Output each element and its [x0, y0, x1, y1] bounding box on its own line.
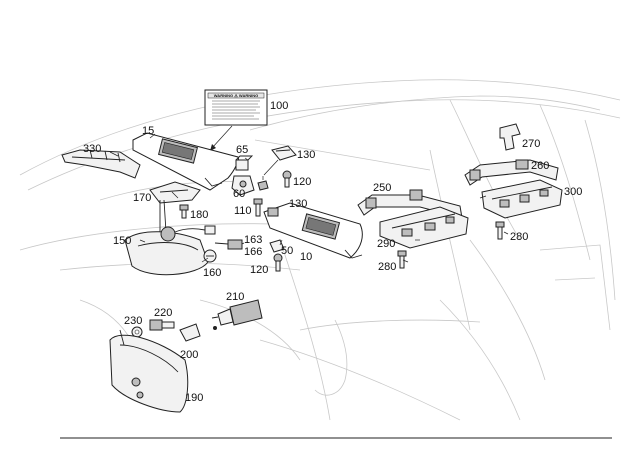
- sun-visor-left-15: [132, 132, 239, 191]
- callout-200: 200: [180, 349, 198, 361]
- callout-100: 100: [270, 100, 288, 112]
- callout-130-top: 130: [297, 149, 315, 161]
- callout-130-right: 130: [289, 198, 307, 210]
- callout-300: 300: [564, 186, 582, 198]
- callout-170: 170: [133, 192, 151, 204]
- callout-210: 210: [226, 291, 244, 303]
- screw-120-top: [282, 170, 292, 188]
- washer-230: [131, 326, 143, 338]
- grab-handle-260: [464, 159, 559, 186]
- sun-visor-right-10: [263, 202, 363, 259]
- callout-270: 270: [522, 138, 540, 150]
- screw-120-bottom: [273, 253, 283, 272]
- callout-60: 60: [233, 188, 245, 200]
- callout-280-right: 280: [510, 231, 528, 243]
- callout-120-bottom: 120: [250, 264, 268, 276]
- callout-15: 15: [142, 125, 154, 137]
- callout-250: 250: [373, 182, 391, 194]
- clip-130-right: [267, 207, 279, 217]
- callout-290: 290: [377, 238, 395, 250]
- bracket-290: [379, 206, 469, 249]
- bolt-180: [179, 204, 189, 219]
- callout-190: 190: [185, 392, 203, 404]
- mirror-base-170: [149, 181, 201, 204]
- visor-mount-60: [231, 175, 255, 196]
- callout-120-top: 120: [293, 176, 311, 188]
- clip-130-leader: [257, 176, 269, 191]
- interior-mirror-150: [124, 199, 216, 276]
- visor-clip-65: [235, 155, 254, 171]
- bolt-220: [149, 319, 175, 331]
- callout-150: 150: [113, 235, 131, 247]
- callout-280-left: 280: [378, 261, 396, 273]
- callout-10: 10: [300, 251, 312, 263]
- callout-260: 260: [531, 160, 549, 172]
- bracket-300: [481, 179, 563, 219]
- callout-330: 330: [83, 143, 101, 155]
- callout-110: 110: [234, 205, 252, 217]
- clip-200: [179, 323, 201, 342]
- callout-180: 180: [190, 209, 208, 221]
- clip-270: [499, 123, 521, 151]
- visor-clip-130-top: [263, 145, 297, 176]
- callout-230: 230: [124, 315, 142, 327]
- adhesive-tube-210: [211, 299, 263, 330]
- callout-labels: 100 15 330 65 130 120 60 170 180 110 130…: [83, 100, 582, 404]
- callout-160: 160: [203, 267, 221, 279]
- screw-280-left: [397, 250, 407, 269]
- callout-163: 163: [244, 234, 262, 246]
- warning-label-text: WARNING ⚠ WARNING: [214, 93, 258, 98]
- car-interior-outline: [19, 79, 621, 421]
- grab-handle-330: [61, 149, 141, 179]
- exterior-mirror-190: [109, 329, 189, 413]
- callout-220: 220: [154, 307, 172, 319]
- warning-label-100: WARNING ⚠ WARNING: [204, 89, 268, 151]
- bulb-160: [203, 249, 217, 263]
- callout-65: 65: [236, 144, 248, 156]
- connector-163-166: [214, 239, 243, 250]
- leader-lines: [109, 133, 509, 263]
- screw-110: [253, 198, 263, 217]
- screw-280-right: [495, 221, 505, 240]
- callout-50: 50: [281, 245, 293, 257]
- callout-166: 166: [244, 246, 262, 258]
